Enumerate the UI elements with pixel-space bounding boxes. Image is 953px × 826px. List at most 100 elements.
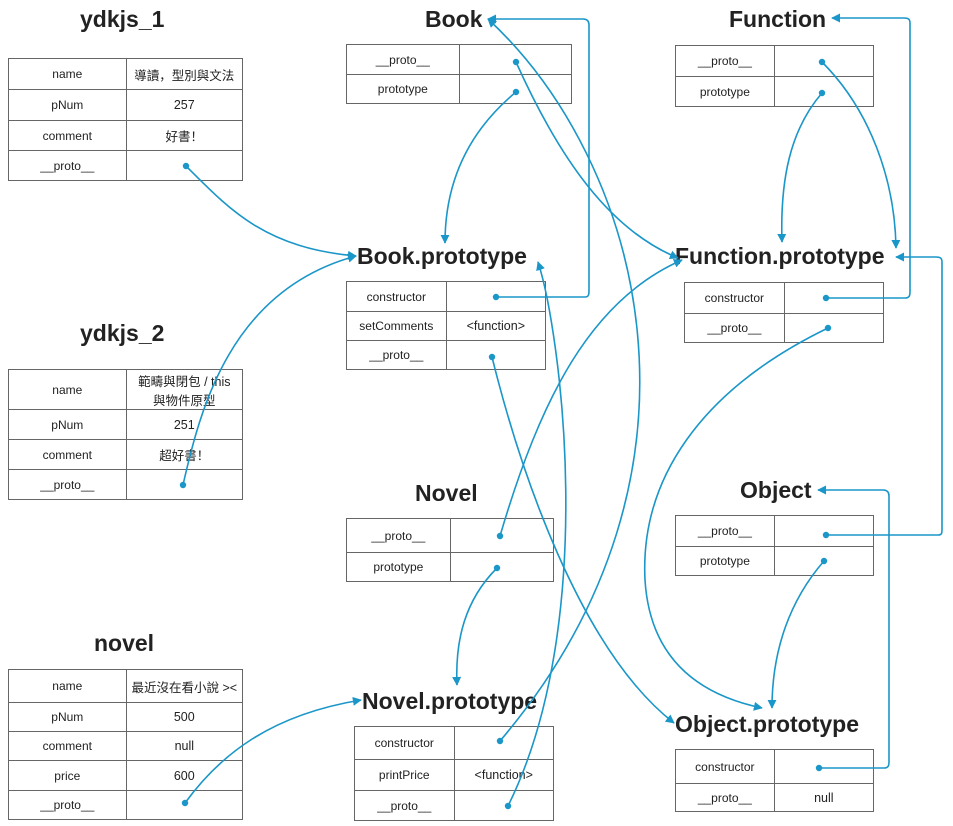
field-value: 600 xyxy=(125,760,244,791)
table-row: prototype xyxy=(346,552,555,582)
field-value: null xyxy=(773,783,875,812)
book-prototype-table: constructor setComments <function> __pro… xyxy=(346,281,547,370)
table-row: __proto__ xyxy=(346,340,547,370)
field-key: __proto__ xyxy=(346,44,460,75)
title-function-prototype: Function.prototype xyxy=(675,243,885,269)
table-row: __proto__ xyxy=(675,515,875,547)
arrow-novel-ctor-prototype xyxy=(452,567,498,686)
pointer-dot xyxy=(496,737,504,745)
field-value: 範疇與閉包 / this 與物件原型 xyxy=(125,369,244,410)
title-novel: novel xyxy=(94,630,155,656)
pointer-dot xyxy=(824,324,832,332)
arrow-novel-prototype-constructor xyxy=(487,18,641,742)
field-key: constructor xyxy=(675,749,775,784)
arrow-book-proto xyxy=(515,61,679,260)
field-key: comment xyxy=(8,120,127,151)
table-row: pNum 251 xyxy=(8,409,244,440)
table-row: name 導讀，型別與文法 xyxy=(8,58,244,90)
field-value xyxy=(773,515,875,547)
field-key: prototype xyxy=(346,74,460,104)
field-value: 好書！ xyxy=(125,120,244,151)
field-key: __proto__ xyxy=(675,783,775,812)
field-value xyxy=(783,313,885,343)
table-row: name 最近沒在看小說 >< xyxy=(8,669,244,703)
arrow-novel-prototype-proto xyxy=(507,261,567,807)
table-row: pNum 500 xyxy=(8,702,244,732)
field-value xyxy=(449,552,555,582)
pointer-dot xyxy=(496,532,504,540)
field-key: prototype xyxy=(675,546,775,576)
table-row: constructor xyxy=(346,281,547,312)
field-key: __proto__ xyxy=(8,150,127,181)
table-row: constructor xyxy=(675,749,875,784)
title-book-prototype: Book.prototype xyxy=(357,243,527,269)
table-row: comment 好書！ xyxy=(8,120,244,151)
field-key: __proto__ xyxy=(346,518,451,553)
table-row: pNum 257 xyxy=(8,89,244,121)
table-row: __proto__ xyxy=(675,45,875,77)
arrow-book-prototype xyxy=(440,91,517,244)
field-value: 導讀，型別與文法 xyxy=(125,58,244,90)
field-key: name xyxy=(8,669,127,703)
field-key: price xyxy=(8,760,127,791)
field-value xyxy=(125,790,244,820)
pointer-dot xyxy=(493,564,501,572)
title-novel-ctor: Novel xyxy=(415,480,478,506)
field-key: __proto__ xyxy=(675,515,775,547)
arrow-novel-ctor-proto xyxy=(499,259,683,537)
pointer-dot xyxy=(492,293,500,301)
arrow-function-prototype xyxy=(777,92,823,243)
arrow-object-proto xyxy=(826,252,943,536)
table-row: __proto__ xyxy=(8,790,244,820)
title-novel-prototype: Novel.prototype xyxy=(362,688,538,714)
pointer-dot xyxy=(512,88,520,96)
arrow-function-prototype-constructor xyxy=(826,13,911,299)
arrow-ydkjs2-proto xyxy=(182,253,357,486)
arrow-function-prototype-proto xyxy=(643,327,829,711)
field-value-line: 範疇與閉包 / this xyxy=(138,374,231,389)
pointer-dot xyxy=(179,481,187,489)
novel-prototype-table: constructor printPrice <function> __prot… xyxy=(354,726,554,821)
object-prototype-table: constructor __proto__ null xyxy=(675,749,875,812)
arrow-object-prototype-constructor xyxy=(817,485,890,769)
table-row: price 600 xyxy=(8,760,244,791)
pointer-dot xyxy=(182,162,190,170)
field-key: name xyxy=(8,369,127,410)
title-ydkjs-1: ydkjs_1 xyxy=(80,6,165,32)
table-row: prototype xyxy=(675,546,875,576)
field-key: constructor xyxy=(684,282,785,314)
arrow-book-prototype-constructor xyxy=(487,14,590,298)
field-key: pNum xyxy=(8,89,127,121)
novel-ctor-table: __proto__ prototype xyxy=(346,518,555,582)
ydkjs-2-table: name 範疇與閉包 / this 與物件原型 pNum 251 comment… xyxy=(8,369,244,500)
field-key: __proto__ xyxy=(346,340,447,370)
pointer-dot xyxy=(818,58,826,66)
title-ydkjs-2: ydkjs_2 xyxy=(80,320,165,346)
table-row: name 範疇與閉包 / this 與物件原型 xyxy=(8,369,244,410)
pointer-dot xyxy=(820,557,828,565)
field-value: null xyxy=(125,731,244,761)
field-key: __proto__ xyxy=(675,45,775,77)
pointer-dot xyxy=(181,799,189,807)
field-key: prototype xyxy=(346,552,451,582)
field-key: prototype xyxy=(675,76,775,107)
ydkjs-1-table: name 導讀，型別與文法 pNum 257 comment 好書！ __pro… xyxy=(8,58,244,181)
pointer-dot xyxy=(822,294,830,302)
table-row: __proto__ null xyxy=(675,783,875,812)
field-key: __proto__ xyxy=(684,313,785,343)
field-value: 251 xyxy=(125,409,244,440)
field-value-line: 與物件原型 xyxy=(153,393,216,408)
title-object: Object xyxy=(740,477,812,503)
table-row: printPrice <function> xyxy=(354,759,554,791)
title-object-prototype: Object.prototype xyxy=(675,711,860,737)
field-value: 最近沒在看小說 >< xyxy=(125,669,244,703)
field-key: printPrice xyxy=(354,759,455,791)
field-value: 500 xyxy=(125,702,244,732)
field-key: name xyxy=(8,58,127,90)
novel-table: name 最近沒在看小說 >< pNum 500 comment null pr… xyxy=(8,669,244,820)
table-row: __proto__ xyxy=(354,790,554,821)
pointer-dot xyxy=(504,802,512,810)
table-row: __proto__ xyxy=(684,313,885,343)
arrow-book-prototype-proto xyxy=(491,356,675,724)
